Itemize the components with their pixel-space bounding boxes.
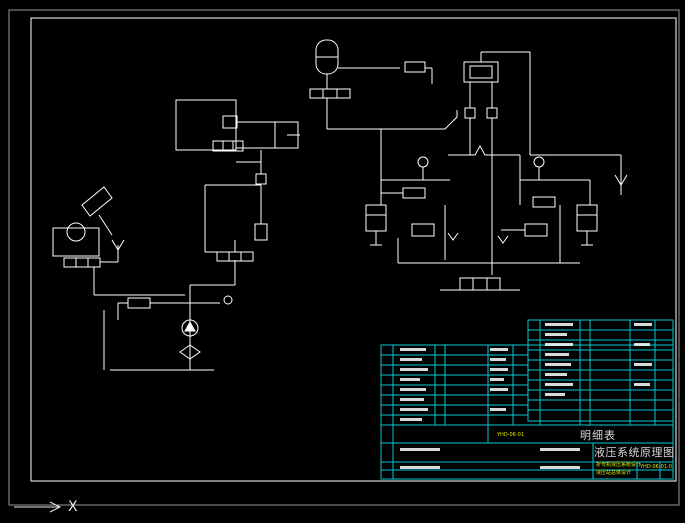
valve-left xyxy=(63,257,101,268)
drawing-code: YHD-06-01-0 xyxy=(640,464,672,470)
valve-block-ul xyxy=(175,99,237,151)
motor-circle xyxy=(66,222,86,242)
cylinder-left-mid xyxy=(365,204,387,232)
note-2: 液压站总体设计 xyxy=(596,470,632,476)
cylinder-left xyxy=(81,186,113,217)
inner-frame xyxy=(30,17,677,482)
parts-list-text xyxy=(400,323,652,469)
title-block xyxy=(380,319,674,480)
gauge-mid-left xyxy=(417,156,429,168)
filter xyxy=(179,344,201,360)
check-valve-a xyxy=(254,223,268,241)
pressure-gauge xyxy=(223,295,233,305)
pump-circle xyxy=(181,319,199,337)
gauge-mid-right xyxy=(533,156,545,168)
check-valve-b xyxy=(255,173,267,185)
relief-valve xyxy=(127,297,151,309)
cylinder-right-mid xyxy=(576,204,598,232)
valve-mid-left xyxy=(411,223,435,237)
valve-center xyxy=(216,251,254,262)
motor-box xyxy=(52,227,100,257)
valve-top-left xyxy=(309,88,351,99)
outer-frame xyxy=(8,9,680,506)
cylinder-top-right xyxy=(463,61,499,83)
x-axis-indicator xyxy=(14,501,62,513)
valve-top xyxy=(404,61,426,73)
valve-bottom-right xyxy=(459,277,501,291)
axis-label: X xyxy=(68,499,78,515)
drawing-title: 液压系统原理图 xyxy=(594,446,675,459)
parts-list-label: 明细表 xyxy=(580,429,616,442)
drawing-code-left: YHD-06-01 xyxy=(497,432,524,438)
valve-ul xyxy=(212,140,244,152)
valve-mid-right xyxy=(524,223,548,237)
note-1: 折弯机液压系统设计 xyxy=(596,462,642,468)
